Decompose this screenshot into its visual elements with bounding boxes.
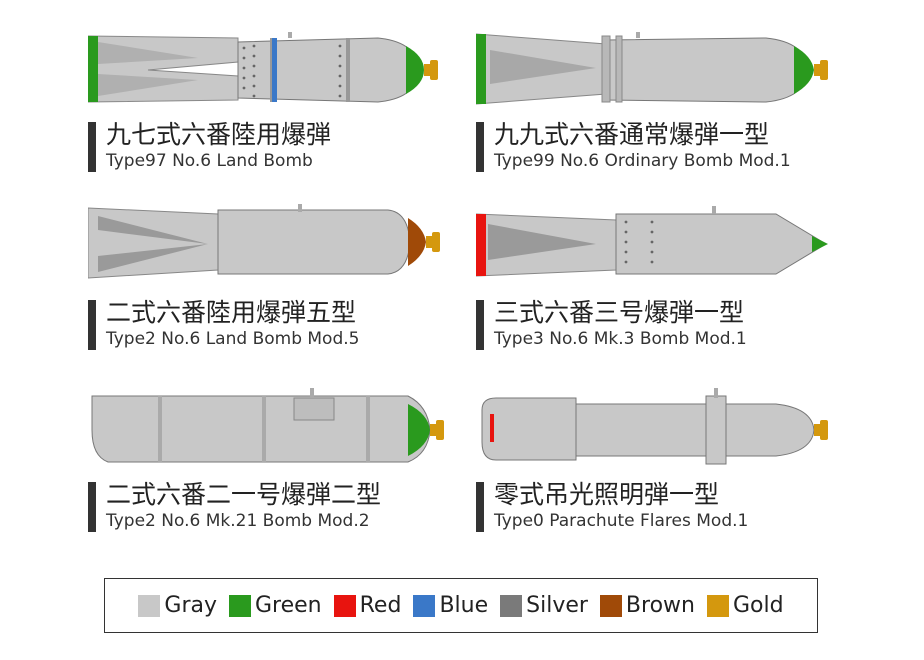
legend-swatch (138, 594, 161, 617)
caption-marker (476, 482, 484, 532)
legend-swatch (333, 594, 356, 617)
bomb-illustration-type99 (476, 32, 828, 105)
bomb-caption: 三式六番三号爆弾一型 Type3 No.6 Mk.3 Bomb Mod.1 (476, 298, 876, 354)
legend-label: Blue (439, 593, 489, 618)
legend-label: Gold (732, 593, 784, 618)
bomb-title-jp: 二式六番二一号爆弾二型 (106, 480, 382, 509)
bomb-caption: 零式吊光照明弾一型 Type0 Parachute Flares Mod.1 (476, 480, 876, 536)
legend-item-green: Green (229, 593, 322, 618)
bomb-caption: 二式六番二一号爆弾二型 Type2 No.6 Mk.21 Bomb Mod.2 (88, 480, 468, 536)
legend-item-blue: Blue (413, 593, 488, 618)
bomb-title-jp: 三式六番三号爆弾一型 (494, 298, 745, 327)
bomb-panel-type3: 三式六番三号爆弾一型 Type3 No.6 Mk.3 Bomb Mod.1 (476, 200, 876, 360)
legend-swatch (599, 594, 622, 617)
bomb-title-jp: 九七式六番陸用爆弾 (106, 120, 332, 149)
legend-swatch (500, 594, 523, 617)
bomb-illustration-type0 (481, 388, 828, 465)
bomb-panel-type97: 九七式六番陸用爆弾 Type97 No.6 Land Bomb (88, 28, 468, 178)
bomb-title-jp: 九九式六番通常爆弾一型 (494, 120, 770, 149)
bomb-illustration-type97 (88, 32, 438, 103)
bomb-title-en: Type99 No.6 Ordinary Bomb Mod.1 (494, 151, 791, 171)
legend-swatch (706, 594, 729, 617)
legend-swatch (413, 594, 436, 617)
legend-label: Red (359, 593, 402, 618)
bomb-panel-type99: 九九式六番通常爆弾一型 Type99 No.6 Ordinary Bomb Mo… (476, 28, 876, 178)
bomb-title-en: Type0 Parachute Flares Mod.1 (494, 511, 749, 531)
bomb-title-en: Type2 No.6 Land Bomb Mod.5 (106, 329, 360, 349)
legend-item-silver: Silver (500, 593, 588, 618)
bomb-title-en: Type2 No.6 Mk.21 Bomb Mod.2 (106, 511, 370, 531)
legend-label: Silver (526, 593, 588, 618)
caption-marker (88, 300, 96, 350)
bomb-caption: 二式六番陸用爆弾五型 Type2 No.6 Land Bomb Mod.5 (88, 298, 468, 354)
legend-swatch (229, 594, 251, 617)
bomb-caption: 九九式六番通常爆弾一型 Type99 No.6 Ordinary Bomb Mo… (476, 120, 876, 176)
color-legend: Gray Green Red Blue Silver Brown Gold (104, 578, 818, 633)
bomb-title-en: Type3 No.6 Mk.3 Bomb Mod.1 (494, 329, 747, 349)
bomb-panel-type0: 零式吊光照明弾一型 Type0 Parachute Flares Mod.1 (476, 386, 876, 546)
legend-item-red: Red (333, 593, 402, 618)
bomb-title-jp: 二式六番陸用爆弾五型 (106, 298, 357, 327)
bomb-illustration-type2-land (88, 204, 440, 279)
legend-label: Green (255, 593, 322, 618)
caption-marker (476, 122, 484, 172)
legend-label: Brown (625, 593, 695, 618)
bomb-illustration-type3 (476, 206, 828, 277)
bomb-panel-type2-mk21: 二式六番二一号爆弾二型 Type2 No.6 Mk.21 Bomb Mod.2 (88, 386, 468, 546)
bomb-title-jp: 零式吊光照明弾一型 (494, 480, 720, 509)
bomb-caption: 九七式六番陸用爆弾 Type97 No.6 Land Bomb (88, 120, 468, 176)
legend-item-gold: Gold (706, 593, 784, 618)
bomb-title-en: Type97 No.6 Land Bomb (106, 151, 313, 171)
legend-label: Gray (164, 593, 217, 618)
caption-marker (88, 482, 96, 532)
bomb-panel-type2-land: 二式六番陸用爆弾五型 Type2 No.6 Land Bomb Mod.5 (88, 200, 468, 360)
legend-item-brown: Brown (599, 593, 695, 618)
bomb-illustration-type2-mk21 (91, 388, 444, 463)
caption-marker (88, 122, 96, 172)
legend-item-gray: Gray (138, 593, 217, 618)
caption-marker (476, 300, 484, 350)
